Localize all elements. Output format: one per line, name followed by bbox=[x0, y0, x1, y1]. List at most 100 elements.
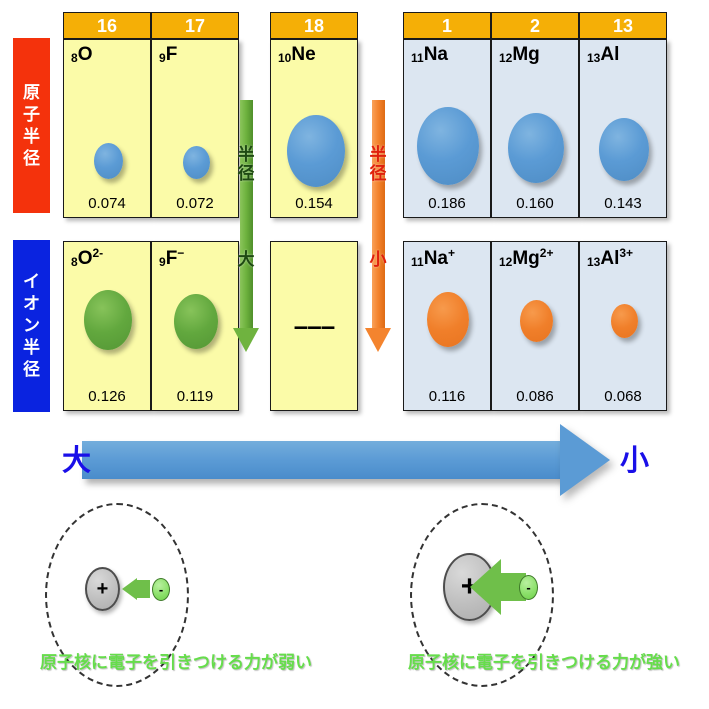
group-header-16: 16 bbox=[63, 12, 151, 39]
ion-value-Al: 0.068 bbox=[604, 388, 642, 405]
ion-label-char-2: ン bbox=[23, 316, 40, 335]
trend-label-small: 小 bbox=[620, 445, 650, 477]
attraction-arrow-left-head bbox=[122, 578, 137, 600]
ion-cell-Mg: 12Mg2+ 0.086 bbox=[491, 241, 579, 411]
ion-ball-Na bbox=[427, 292, 469, 347]
ion-element-symbol-Mg: Mg bbox=[512, 248, 540, 269]
atom-cell-Na: 11Na 0.186 bbox=[403, 39, 491, 218]
group-header-13: 13 bbox=[579, 12, 667, 39]
electron-left-charge: - bbox=[158, 582, 164, 597]
ion-ball-Mg bbox=[520, 300, 553, 342]
element-symbol-Ne: Ne bbox=[291, 44, 316, 65]
row-label-ion-radius: イ オ ン 半 径 bbox=[13, 240, 50, 412]
ion-ball-O bbox=[84, 290, 132, 350]
ion-value-O: 0.126 bbox=[88, 388, 126, 405]
nucleus-left-charge: + bbox=[96, 577, 109, 600]
element-symbol-Mg: Mg bbox=[512, 44, 540, 65]
arrow-radius-small-head bbox=[365, 328, 391, 352]
atom-ball-Mg bbox=[508, 113, 564, 183]
atomic-number-Mg: 12 bbox=[499, 51, 513, 65]
arrow-orange-char-1: 径 bbox=[369, 164, 387, 183]
arrow-green-char-1: 径 bbox=[237, 164, 255, 183]
ion-charge-Na: + bbox=[447, 246, 455, 260]
ion-label-char-4: 径 bbox=[23, 360, 40, 379]
atom-cell-F: 9F 0.072 bbox=[151, 39, 239, 218]
atomic-number-Na: 11 bbox=[411, 51, 424, 65]
arrow-radius-large bbox=[233, 100, 259, 352]
arrow-radius-large-label: 半 径 bbox=[235, 145, 257, 183]
trend-arrow-head bbox=[560, 424, 610, 496]
ion-charge-O: 2- bbox=[92, 246, 104, 260]
arrow-radius-small-label2: 小 bbox=[367, 250, 389, 269]
ion-symbol-O: 8O2- bbox=[71, 246, 103, 270]
ion-atomic-number-Na: 11 bbox=[411, 255, 424, 269]
atomic-label-char-0: 原 bbox=[23, 82, 40, 102]
arrow-radius-large-label2: 大 bbox=[235, 250, 257, 269]
atom-value-Mg: 0.160 bbox=[516, 195, 554, 212]
element-symbol-O: O bbox=[77, 44, 93, 65]
ion-cell-Ne: ––– bbox=[270, 241, 358, 411]
ion-symbol-F: 9F− bbox=[159, 246, 184, 270]
atom-value-F: 0.072 bbox=[176, 195, 214, 212]
ion-element-symbol-Na: Na bbox=[423, 248, 448, 269]
ion-cell-Na: 11Na+ 0.116 bbox=[403, 241, 491, 411]
ion-atomic-number-Al: 13 bbox=[587, 255, 601, 269]
electron-left: - bbox=[152, 578, 170, 601]
atomic-label-char-1: 子 bbox=[23, 104, 40, 124]
group-header-1: 1 bbox=[403, 12, 491, 39]
atomic-number-O: 8 bbox=[71, 51, 78, 65]
atom-ball-F bbox=[183, 146, 210, 179]
ion-label-char-3: 半 bbox=[23, 338, 40, 357]
atomic-label-char-3: 径 bbox=[23, 148, 40, 168]
electron-right: - bbox=[519, 575, 538, 600]
group-header-2: 2 bbox=[491, 12, 579, 39]
atom-symbol-Na: 11Na bbox=[411, 44, 448, 66]
atom-ball-O bbox=[94, 143, 123, 179]
atomic-number-Al: 13 bbox=[587, 51, 601, 65]
attraction-arrow-right bbox=[470, 559, 526, 615]
atom-symbol-F: 9F bbox=[159, 44, 177, 66]
electron-shell-left bbox=[45, 503, 189, 687]
ion-cell-O: 8O2- 0.126 bbox=[63, 241, 151, 411]
arrow-radius-small-label: 半 径 bbox=[367, 145, 389, 183]
arrow-orange-char-2: 小 bbox=[369, 250, 387, 269]
ion-ball-F bbox=[174, 294, 218, 349]
atomic-number-F: 9 bbox=[159, 51, 166, 65]
row-label-atomic-radius: 原 子 半 径 bbox=[13, 38, 50, 213]
ion-cell-F: 9F− 0.119 bbox=[151, 241, 239, 411]
atomic-label-char-2: 半 bbox=[23, 126, 40, 146]
ion-cell-Al: 13Al3+ 0.068 bbox=[579, 241, 667, 411]
electron-right-charge: - bbox=[526, 580, 531, 595]
arrow-radius-small-shaft bbox=[372, 100, 385, 330]
ion-charge-F: − bbox=[177, 246, 185, 260]
atom-ball-Na bbox=[417, 107, 479, 185]
atom-value-Na: 0.186 bbox=[428, 195, 466, 212]
atom-ball-Al bbox=[599, 118, 649, 181]
arrow-green-char-0: 半 bbox=[237, 145, 255, 164]
ion-atomic-number-Mg: 12 bbox=[499, 255, 513, 269]
ion-ball-Al bbox=[611, 304, 638, 338]
atom-value-Ne: 0.154 bbox=[295, 195, 333, 212]
atom-cell-Ne: 10Ne 0.154 bbox=[270, 39, 358, 218]
atom-value-O: 0.074 bbox=[88, 195, 126, 212]
atom-symbol-Mg: 12Mg bbox=[499, 44, 540, 66]
ion-charge-Mg: 2+ bbox=[539, 246, 554, 260]
atom-symbol-Ne: 10Ne bbox=[278, 44, 316, 66]
ion-value-Mg: 0.086 bbox=[516, 388, 554, 405]
ion-element-symbol-Al: Al bbox=[600, 248, 620, 269]
arrow-green-char-2: 大 bbox=[237, 250, 255, 269]
ion-element-symbol-O: O bbox=[77, 248, 93, 269]
atomic-number-Ne: 10 bbox=[278, 51, 292, 65]
atom-cell-O: 8O 0.074 bbox=[63, 39, 151, 218]
trend-arrow-shaft bbox=[82, 441, 566, 479]
atom-cell-Mg: 12Mg 0.160 bbox=[491, 39, 579, 218]
ion-symbol-Mg: 12Mg2+ bbox=[499, 246, 553, 270]
ion-label-char-1: オ bbox=[23, 294, 40, 313]
element-symbol-F: F bbox=[165, 44, 178, 65]
electron-shell-right bbox=[410, 503, 554, 687]
trend-label-large: 大 bbox=[62, 445, 92, 477]
ion-atomic-number-F: 9 bbox=[159, 255, 166, 269]
group-header-18: 18 bbox=[270, 12, 358, 39]
ion-symbol-Al: 13Al3+ bbox=[587, 246, 633, 270]
